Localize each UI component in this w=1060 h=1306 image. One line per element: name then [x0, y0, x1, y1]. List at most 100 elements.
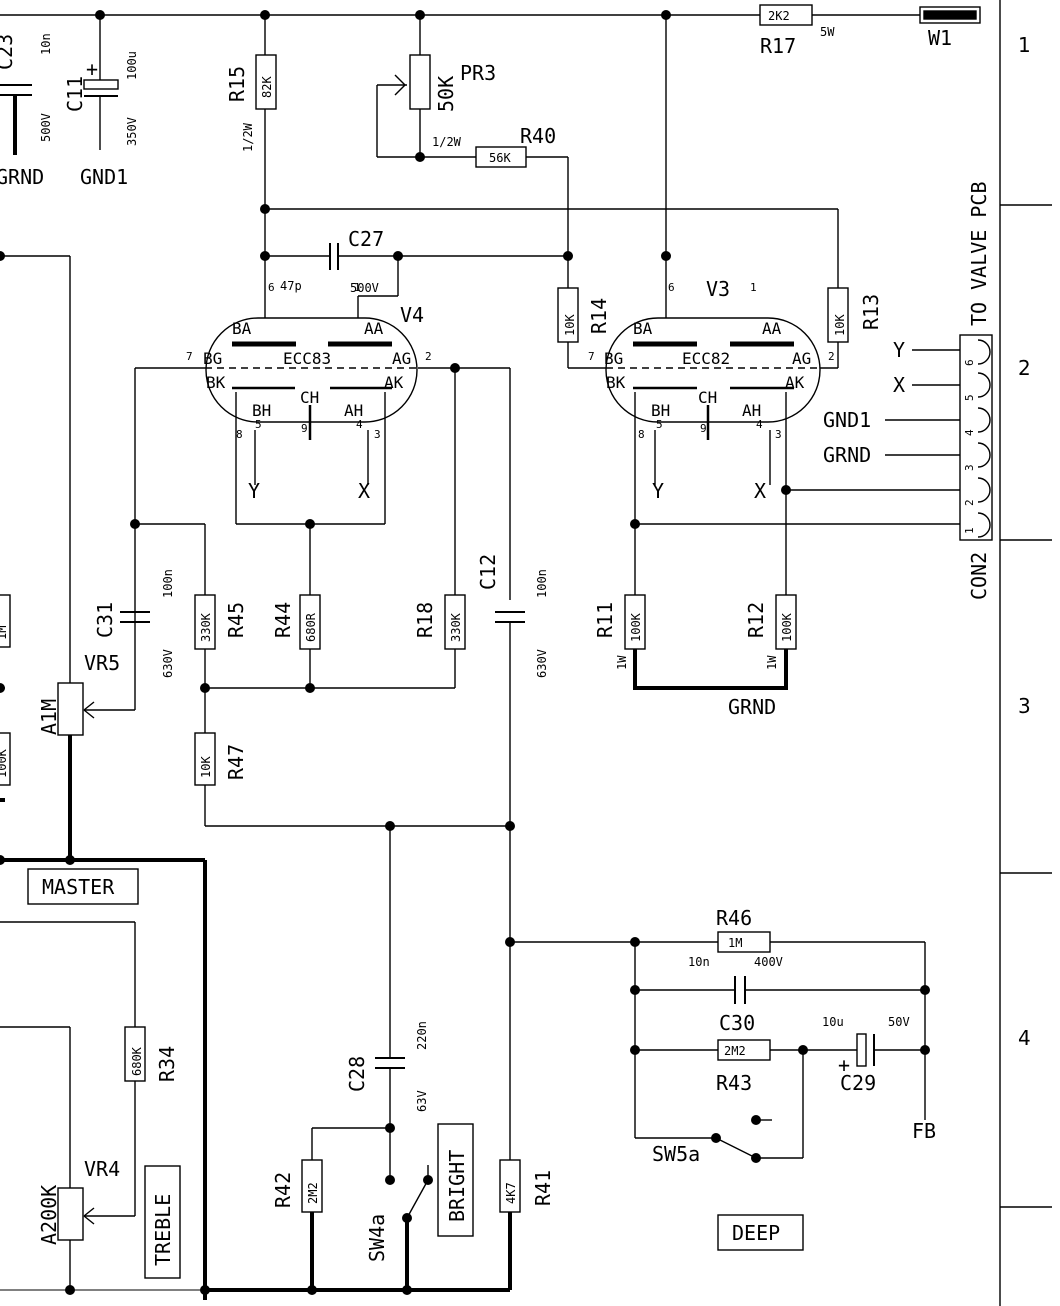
c11-voltage: 350V — [125, 117, 139, 146]
v3-pin-bg: 7 — [588, 350, 595, 363]
r46-ref: R46 — [716, 906, 752, 930]
bright-box — [437, 1123, 474, 1237]
v3-ak-label: AK — [785, 373, 805, 392]
v3-aa-label: AA — [762, 319, 782, 338]
treble-label: TREBLE — [151, 1194, 175, 1266]
r11-ref: R11 — [593, 602, 617, 638]
c29-value: 10u — [822, 1015, 844, 1029]
r40-value: 56K — [489, 151, 511, 165]
r13-ref: R13 — [859, 294, 883, 330]
r46-resistor — [717, 931, 771, 953]
v4-pin-ak: 3 — [374, 428, 381, 441]
c29-plus: + — [838, 1053, 850, 1077]
c29-capacitor — [856, 1033, 867, 1067]
master-box — [27, 868, 139, 905]
c11-plus: + — [86, 57, 98, 81]
c30-ref: C30 — [719, 1011, 755, 1035]
c23-ref: C23 — [0, 34, 17, 70]
v3-pin-aa: 1 — [750, 281, 757, 294]
c27-ref: C27 — [348, 227, 384, 251]
con2-pin-3: 3 — [963, 464, 976, 471]
r45-ref: R45 — [224, 602, 248, 638]
c11-value: 100u — [125, 51, 139, 80]
r43-value: 2M2 — [724, 1044, 746, 1058]
r15-power: 1/2W — [241, 122, 255, 152]
c30-value: 10n — [688, 955, 710, 969]
v4-ba-label: BA — [232, 319, 252, 338]
c11-capacitor — [83, 79, 119, 90]
con2-pin-1: 1 — [963, 527, 976, 534]
v4-pin-bh: 5 — [255, 418, 262, 431]
r42-value: 2M2 — [306, 1182, 320, 1204]
r15-resistor — [255, 54, 277, 110]
v3-envelope — [605, 317, 821, 423]
grnd-label-top: GRND — [0, 165, 44, 189]
c27-value: 47p — [280, 279, 302, 293]
v3-bh-label: BH — [651, 401, 670, 420]
c28-voltage: 63V — [415, 1090, 429, 1112]
v4-aa-label: AA — [364, 319, 384, 338]
r13-value: 10K — [833, 314, 847, 336]
v4-ah-label: AH — [344, 401, 363, 420]
r45-value: 330K — [199, 612, 213, 642]
con2-pin-4: 4 — [963, 429, 976, 436]
zone-2-label: 2 — [1018, 356, 1031, 380]
v3-type: ECC82 — [682, 349, 730, 368]
v3-bg-label: BG — [604, 349, 623, 368]
r11-value: 100K — [629, 612, 643, 642]
v3-pin-bh: 5 — [656, 418, 663, 431]
zone-3-label: 3 — [1018, 694, 1031, 718]
grnd-label-valve: GRND — [728, 695, 776, 719]
left-resistor-1-value: 1M — [0, 626, 9, 640]
v3-pin-ah: 4 — [756, 418, 763, 431]
v3-pin-bk: 8 — [638, 428, 645, 441]
c29-ref: C29 — [840, 1071, 876, 1095]
con2-y-label: Y — [893, 338, 905, 362]
vr4-ref: VR4 — [84, 1157, 120, 1181]
r11-power: 1W — [615, 655, 629, 670]
c12-voltage: 630V — [535, 649, 549, 678]
v3-heater-y: Y — [652, 479, 664, 503]
r14-ref: R14 — [587, 298, 611, 334]
vr5-ref: VR5 — [84, 651, 120, 675]
r17-value: 2K2 — [768, 9, 790, 23]
v4-ch-label: CH — [300, 388, 319, 407]
r17-resistor — [759, 4, 813, 26]
r44-value: 680R — [304, 612, 318, 642]
zone-4-label: 4 — [1018, 1026, 1031, 1050]
c11-ref: C11 — [63, 76, 87, 112]
vr5-value: A1M — [37, 699, 61, 735]
v4-bh-label: BH — [252, 401, 271, 420]
v4-heater-y: Y — [248, 479, 260, 503]
v4-pin-ba: 6 — [268, 281, 275, 294]
r40-ref: R40 — [520, 124, 556, 148]
con2-x-label: X — [893, 373, 905, 397]
v3-ah-label: AH — [742, 401, 761, 420]
v4-envelope — [205, 317, 418, 423]
left-resistor-2-value: 100K — [0, 748, 9, 778]
v4-heater-x: X — [358, 479, 370, 503]
r47-ref: R47 — [224, 744, 248, 780]
vr4-potentiometer — [57, 1187, 84, 1241]
v4-pin-aa: 1 — [354, 281, 361, 294]
v3-pin-ch: 9 — [700, 422, 707, 435]
c28-value: 220n — [415, 1021, 429, 1050]
junction-dots — [0, 10, 930, 1295]
pr3-ref: PR3 — [460, 61, 496, 85]
c31-ref: C31 — [93, 602, 117, 638]
r34-ref: R34 — [155, 1046, 179, 1082]
r46-value: 1M — [728, 936, 742, 950]
c30-voltage: 400V — [754, 955, 783, 969]
c12-ref: C12 — [476, 554, 500, 590]
v3-pin-ak: 3 — [775, 428, 782, 441]
v3-ba-label: BA — [633, 319, 653, 338]
r12-value: 100K — [780, 612, 794, 642]
r43-ref: R43 — [716, 1071, 752, 1095]
sw4-switch — [406, 1179, 429, 1219]
v3-ref: V3 — [706, 277, 730, 301]
v4-pin-ag: 2 — [425, 350, 432, 363]
r18-value: 330K — [449, 612, 463, 642]
c29-voltage: 50V — [888, 1015, 910, 1029]
vr5-potentiometer — [57, 682, 84, 736]
